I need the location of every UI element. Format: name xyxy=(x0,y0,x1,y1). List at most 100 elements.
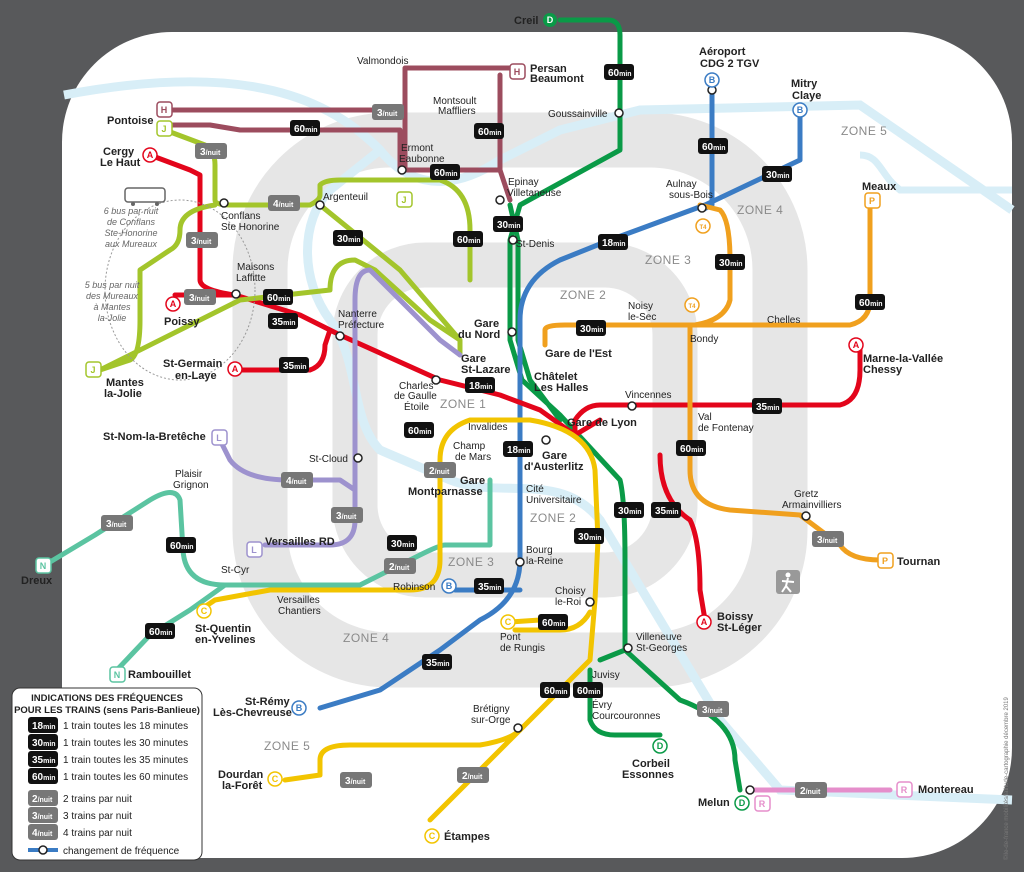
zone-label: ZONE 1 xyxy=(440,397,486,411)
legend-row-text: 1 train toutes les 18 minutes xyxy=(63,721,188,732)
change-marker xyxy=(623,643,633,653)
line-j-icon-letter: J xyxy=(161,124,166,134)
rer-a-icon xyxy=(227,361,243,377)
station-vincennes: Vincennes xyxy=(625,390,672,401)
line-h-icon xyxy=(156,101,173,118)
line-n-icon xyxy=(35,557,52,574)
marne-river xyxy=(859,151,1012,194)
change-marker-icon xyxy=(38,845,48,855)
station-la-reine: la-Reine xyxy=(526,556,564,567)
bus-notes: 6 bus par nuit de Conflans Ste-Honorine … xyxy=(85,206,159,323)
station-invalides: Invalides xyxy=(468,422,507,433)
legend-row-text: 4 trains par nuit xyxy=(63,828,132,839)
svg-text:30min: 30min xyxy=(32,738,56,749)
rer-a-icon xyxy=(142,147,158,163)
station-bretigny: Brétigny xyxy=(473,704,510,715)
station-etampes: Étampes xyxy=(444,830,490,843)
bus-note-1-line: Ste-Honorine xyxy=(104,228,157,238)
legend-change-text: changement de fréquence xyxy=(63,846,180,857)
station-nanterre: Nanterre xyxy=(338,309,377,320)
zone-label: ZONE 5 xyxy=(841,124,887,138)
station-montereau: Montereau xyxy=(918,784,974,796)
tram-t4-icon xyxy=(684,297,700,313)
tram-t4-icon-letter: T4 xyxy=(688,304,696,310)
bus-wheel-icon xyxy=(155,202,159,206)
rer-a-icon-letter: A xyxy=(701,617,708,627)
station-aeroport: Aéroport xyxy=(699,46,746,58)
station-maffliers: Maffliers xyxy=(438,106,476,117)
svg-text:3/nuit: 3/nuit xyxy=(336,511,357,522)
svg-text:3/nuit: 3/nuit xyxy=(191,236,212,247)
badge-60min: 60min xyxy=(145,623,175,639)
badge-60min: 60min xyxy=(538,614,568,630)
station-st-leger: St-Léger xyxy=(717,622,762,634)
legend-row-text: 1 train toutes les 60 minutes xyxy=(63,772,188,783)
station-st-cloud: St-Cloud xyxy=(309,454,348,465)
station-chantiers: Chantiers xyxy=(278,606,321,617)
station-gare-de-l-est: Gare de l'Est xyxy=(545,348,612,360)
svg-text:60min: 60min xyxy=(680,444,704,455)
station-en-laye: en-Laye xyxy=(175,370,217,382)
station-laffitte: Laffitte xyxy=(236,273,266,284)
station-val: Val xyxy=(698,412,712,423)
station-meaux: Meaux xyxy=(862,181,897,193)
rer-c-icon-letter: C xyxy=(505,617,512,627)
station-plaisir: Plaisir xyxy=(175,469,203,480)
line-p-icon-letter: P xyxy=(869,196,875,206)
rer-d-icon xyxy=(543,13,557,27)
svg-text:35min: 35min xyxy=(272,317,296,328)
svg-text:4/nuit: 4/nuit xyxy=(32,828,53,839)
line-j-icon xyxy=(156,120,173,137)
rer-b-icon-letter: B xyxy=(296,703,303,713)
rer-a-icon xyxy=(848,337,864,353)
svg-text:60min: 60min xyxy=(544,686,568,697)
svg-text:60min: 60min xyxy=(859,298,883,309)
credit: ©ile-de-france mobilités/latitude-cartog… xyxy=(1003,696,1010,860)
station-universitaire: Universitaire xyxy=(526,495,582,506)
zone-labels: ZONE 1 ZONE 2 ZONE 2 ZONE 3 ZONE 3 ZONE … xyxy=(264,124,887,753)
svg-text:2/nuit: 2/nuit xyxy=(32,794,53,805)
svg-text:30min: 30min xyxy=(391,539,415,550)
tram-t4-icon-letter: T4 xyxy=(699,225,707,231)
badge-18min: 18min xyxy=(503,441,533,457)
rer-c-icon-letter: C xyxy=(201,606,208,616)
bus-wheel-icon xyxy=(131,202,135,206)
badge-60min: 60min xyxy=(166,537,196,553)
station-maisons: Maisons xyxy=(237,262,274,273)
rer-b-icon-letter: B xyxy=(797,105,804,115)
bus-note-2-line: la-Jolie xyxy=(98,313,127,323)
badge-30min: 30min xyxy=(387,535,417,551)
line-h-icon-letter: H xyxy=(161,105,168,115)
frequency-badges: 60min 60min 30min 60min 60min 60min 30mi… xyxy=(145,64,885,698)
line-r-icon-letter: R xyxy=(759,799,766,809)
pedestrian-icon xyxy=(776,570,800,594)
svg-text:3/nuit: 3/nuit xyxy=(189,293,210,304)
svg-text:30min: 30min xyxy=(618,506,642,517)
change-marker xyxy=(515,557,525,567)
station-robinson: Robinson xyxy=(393,582,435,593)
rer-b-icon xyxy=(441,578,457,594)
station-juvisy: Juvisy xyxy=(592,670,620,681)
rer-d-icon xyxy=(652,738,668,754)
bus-area xyxy=(104,187,256,381)
station-la-jolie: la-Jolie xyxy=(104,388,142,400)
rer-b-icon xyxy=(704,72,720,88)
legend-box xyxy=(11,687,203,861)
station-de-rungis: de Rungis xyxy=(500,643,545,654)
station-charles: Charles xyxy=(399,381,433,392)
bus-note-1-line: 6 bus par nuit xyxy=(104,206,159,216)
line-p-icon xyxy=(877,552,894,569)
change-marker xyxy=(614,108,624,118)
station-cdg2: CDG 2 TGV xyxy=(700,58,760,70)
station-villetaneuse: Villetaneuse xyxy=(507,188,562,199)
station-armainvilliers: Armainvilliers xyxy=(782,500,841,511)
svg-text:3/nuit: 3/nuit xyxy=(817,535,838,546)
station-cergy: Cergy xyxy=(103,146,135,158)
svg-text:60min: 60min xyxy=(608,68,632,79)
svg-text:3/nuit: 3/nuit xyxy=(200,147,221,158)
rer-a-icon-letter: A xyxy=(853,340,860,350)
legend-row: 4/nuit 4 trains par nuit xyxy=(28,824,132,840)
badge-60min: 60min xyxy=(604,64,634,80)
legend-row: 3/nuit 3 trains par nuit xyxy=(28,807,132,823)
station-gare-du-nord-2: du Nord xyxy=(458,329,500,341)
